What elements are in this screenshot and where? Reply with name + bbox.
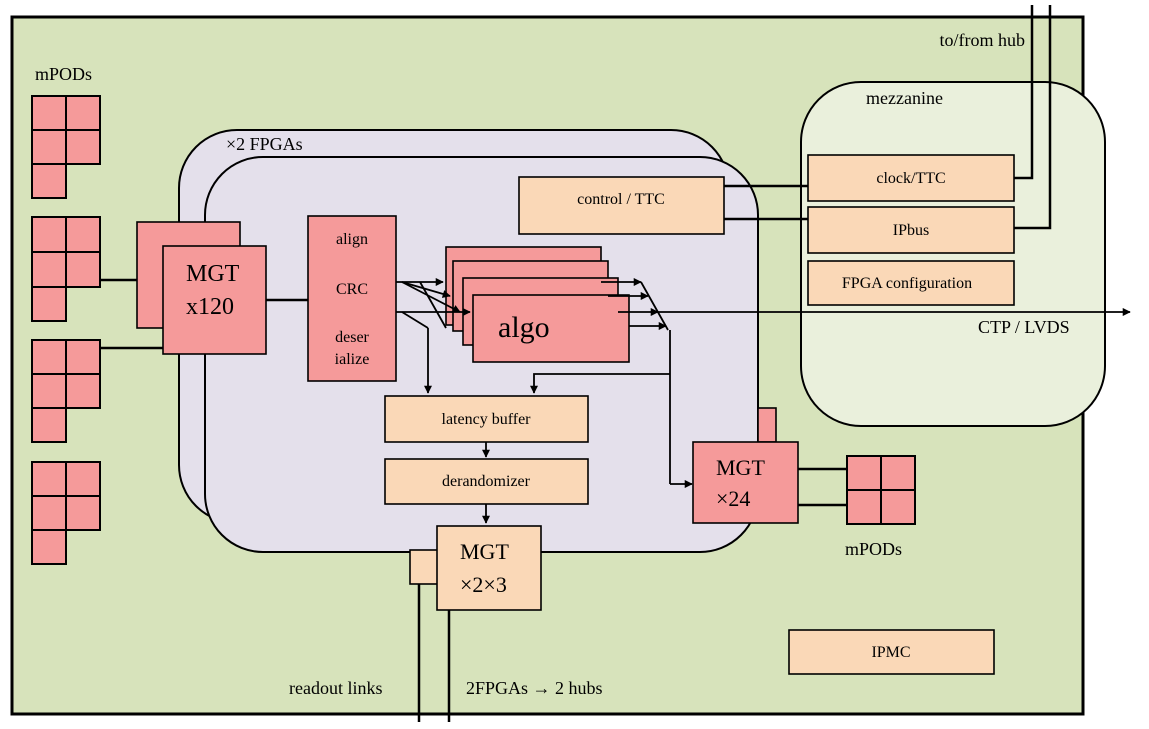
fan-line-2 [419,281,447,329]
mgt-out-label-2: ×24 [716,486,750,511]
ipmc-block [788,629,995,675]
readout-links-label: readout links [289,678,382,698]
mpods-right-label: mPODs [845,539,902,559]
control-ttc-label: control / TTC [577,191,665,208]
arrow-algo-to-latency [529,373,670,394]
arrow-to-algo-2 [401,281,451,298]
mpod-right [846,455,916,525]
mgt-readout-label-2: ×2×3 [460,572,507,597]
mgt-out-label-1: MGT [716,455,765,480]
arrow-to-algo-3 [401,281,461,313]
algo-block [472,294,630,363]
ipbus-block [807,206,1015,254]
merge-line [640,281,669,331]
fan-line-1 [401,311,429,329]
clock-ttc-label: clock/TTC [876,170,945,187]
hubs-label: 2FPGAs → 2 hubs [466,678,603,698]
mpods-left-label: mPODs [35,64,92,84]
algo-label: algo [498,311,550,344]
mezzanine-label: mezzanine [866,88,943,108]
clock-ttc-block [807,154,1015,202]
fpgas-label: ×2 FPGAs [226,134,303,154]
latency-buffer-label: latency buffer [442,411,532,428]
mpod-3 [31,339,101,443]
fpga-config-block [807,260,1015,306]
ctp-lvds-label: CTP / LVDS [978,317,1070,337]
hub-line-clock [1014,5,1034,180]
mpod-2 [31,216,101,322]
derandomizer-block [384,458,589,505]
ipbus-label: IPbus [893,222,929,239]
mgt-readout-shadow [409,549,439,585]
mgt-readout [436,525,542,611]
align-label: align [336,231,368,248]
hub-line-ipbus [1014,5,1052,230]
ipmc-label: IPMC [871,644,910,661]
mgt-out [692,441,799,524]
mpod-group-left [31,95,101,565]
fpga-config-label: FPGA configuration [842,275,972,292]
derandomizer-label: derandomizer [442,473,531,490]
mgt-out-shadow [757,407,777,443]
mgt-input [162,245,267,355]
to-from-hub-label: to/from hub [940,30,1026,50]
deser-label-1: deser [335,329,369,346]
control-ttc-block [518,176,725,235]
mezzanine [800,81,1106,427]
crc-label: CRC [336,281,368,298]
mpod-1 [31,95,101,199]
mgt-readout-label-1: MGT [460,539,509,564]
align-crc-deserialize-block [307,215,397,382]
mpod-4 [31,461,101,565]
mgt-input-label-1: MGT [186,261,240,287]
mgt-input-label-2: x120 [186,294,234,320]
deser-label-2: ialize [335,351,370,368]
